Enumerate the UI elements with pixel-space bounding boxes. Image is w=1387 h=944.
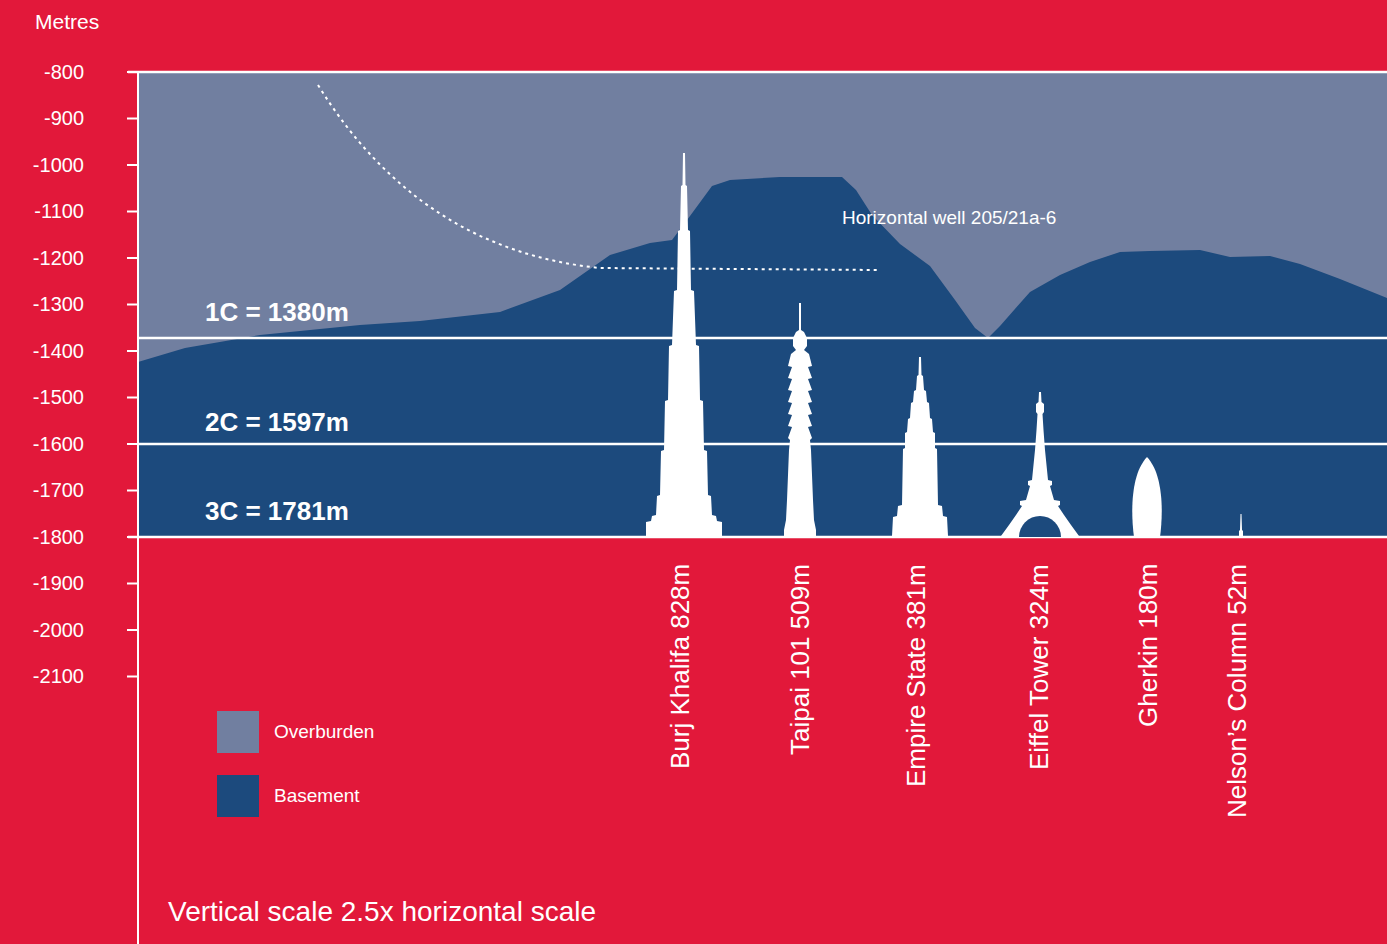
tick-mark — [127, 443, 138, 445]
eiffel-tower-shape — [1001, 392, 1079, 537]
scale-note: Vertical scale 2.5x horizontal scale — [168, 896, 596, 928]
tick-mark — [127, 629, 138, 631]
axis-line — [137, 72, 139, 944]
nelsons-column-shape — [1239, 514, 1243, 537]
tick-mark — [127, 71, 138, 73]
basement-area — [138, 177, 1387, 537]
tick-label: -1900 — [33, 572, 84, 595]
building-label: Nelson’s Column 52m — [1223, 564, 1253, 818]
tick-label: -1600 — [33, 433, 84, 456]
level-line — [138, 443, 1387, 446]
tick-mark — [127, 211, 138, 213]
level-line — [138, 337, 1387, 340]
tick-label: -2000 — [33, 619, 84, 642]
tick-label: -1500 — [33, 386, 84, 409]
tick-label: -1200 — [33, 247, 84, 270]
tick-mark — [127, 257, 138, 259]
legend-swatch — [217, 711, 259, 753]
building-label: Taipai 101 509m — [786, 564, 816, 755]
axis-ticks — [127, 72, 138, 677]
building-label: Burj Khalifa 828m — [666, 564, 696, 769]
reserve-level-label: 3C = 1781m — [205, 497, 349, 527]
legend-label: Basement — [274, 785, 360, 807]
top-line — [128, 71, 1387, 74]
taipei-101-shape — [784, 303, 816, 537]
legend-label: Overburden — [274, 721, 374, 743]
building-label: Empire State 381m — [902, 564, 932, 787]
tick-label: -1800 — [33, 526, 84, 549]
level-line — [128, 536, 1387, 539]
buildings — [646, 153, 1243, 537]
building-label: Eiffel Tower 324m — [1025, 564, 1055, 770]
tick-mark — [127, 350, 138, 352]
tick-mark — [127, 490, 138, 492]
tick-label: -1100 — [34, 200, 84, 223]
well-label: Horizontal well 205/21a-6 — [842, 207, 1056, 229]
tick-mark — [127, 583, 138, 585]
tick-label: -1700 — [33, 479, 84, 502]
tick-label: -800 — [44, 61, 84, 84]
legend-swatch — [217, 775, 259, 817]
building-label: Gherkin 180m — [1134, 564, 1164, 727]
tick-label: -1400 — [33, 340, 84, 363]
tick-mark — [127, 536, 138, 538]
gherkin-shape — [1132, 457, 1161, 537]
burj-khalifa-shape — [646, 153, 722, 537]
tick-mark — [127, 397, 138, 399]
reserve-level-label: 1C = 1380m — [205, 298, 349, 328]
eiffel-arch — [1019, 516, 1061, 537]
reserve-level-label: 2C = 1597m — [205, 408, 349, 438]
empire-state-shape — [892, 357, 948, 537]
tick-label: -1000 — [33, 154, 84, 177]
tick-mark — [127, 118, 138, 120]
tick-mark — [127, 164, 138, 166]
tick-mark — [127, 676, 138, 678]
tick-label: -900 — [44, 107, 84, 130]
axis-title: Metres — [35, 10, 99, 34]
well-path — [318, 85, 880, 270]
overburden-area — [138, 72, 1387, 537]
tick-label: -1300 — [33, 293, 84, 316]
tick-mark — [127, 304, 138, 306]
tick-label: -2100 — [33, 665, 84, 688]
